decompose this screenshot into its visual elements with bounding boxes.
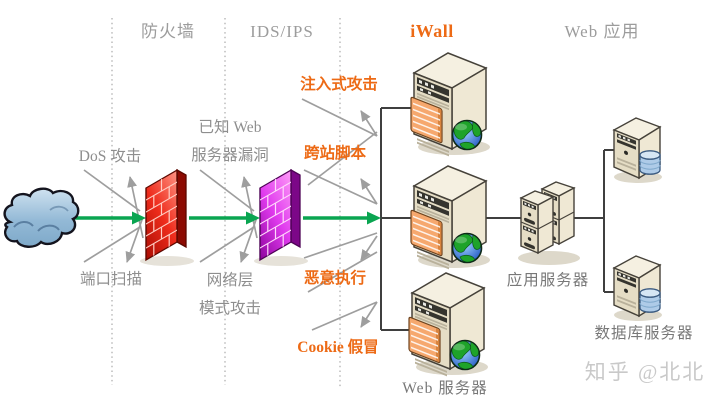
db-server-label: 数据库服务器 — [594, 325, 694, 342]
ids-ips-wall-icon — [254, 168, 308, 266]
app-server-label: 应用服务器 — [506, 272, 590, 289]
blocked-attack-arrows-iwall — [301, 98, 378, 331]
attack-label-line: 已知 Web — [198, 119, 262, 136]
attack-line — [303, 232, 378, 259]
attack-label-line: 服务器漏洞 — [191, 147, 269, 164]
attack-label-line: 模式攻击 — [198, 300, 261, 317]
deflect-arrow — [241, 176, 258, 239]
attack-line — [307, 131, 378, 186]
flow-arrows — [64, 211, 381, 225]
attack-line — [301, 98, 378, 137]
attack-line — [199, 169, 255, 212]
db-server-icon-top — [613, 117, 663, 184]
attack-label-line: 网络层 — [206, 272, 254, 289]
flow-arrow-firewall-to-ids — [189, 211, 260, 225]
attack-line — [83, 169, 141, 212]
deflect-arrow — [125, 216, 144, 263]
attack-label-dos: DoS 攻击 — [78, 148, 142, 165]
attack-label-xss: 跨站脚本 — [303, 145, 366, 162]
attack-line — [199, 226, 255, 263]
watermark: 知乎 @北北 — [584, 360, 706, 384]
blocked-attack-arrows-firewall — [83, 169, 144, 263]
attack-label-injection: 注入式攻击 — [300, 76, 378, 93]
deflect-arrow — [360, 301, 378, 328]
attack-label-network-layer: 网络层模式攻击 — [182, 267, 278, 323]
attack-line — [303, 169, 378, 205]
deflect-arrow — [360, 110, 378, 137]
internet-cloud-icon — [3, 187, 80, 248]
app-server-icon — [518, 182, 580, 265]
attack-line — [311, 301, 378, 331]
deflect-arrow — [360, 235, 378, 261]
zone-divider-lines — [111, 18, 341, 388]
web-server-icon-top — [411, 53, 490, 156]
deflect-arrow — [127, 176, 144, 239]
zone-label-ids-ips: IDS/IPS — [250, 22, 314, 41]
db-server-icon-bottom — [613, 255, 663, 322]
blocked-attack-arrows-ids — [199, 169, 258, 263]
attack-label-malicious-exec: 恶意执行 — [303, 270, 366, 287]
zone-label-firewall: 防火墙 — [141, 22, 195, 41]
attack-line — [83, 226, 141, 263]
flow-arrow-ids-to-iwall — [303, 211, 381, 225]
attack-label-cookie-forgery: Cookie 假冒 — [297, 339, 379, 356]
web-server-label: Web 服务器 — [402, 380, 488, 397]
deflect-arrow — [239, 216, 258, 263]
deflect-arrow — [360, 178, 378, 205]
attack-label-port-scan: 端口扫描 — [79, 271, 142, 288]
web-server-icon-middle — [411, 166, 490, 269]
web-server-icon-bottom — [409, 273, 488, 376]
zone-label-iwall: iWall — [410, 21, 454, 41]
attack-label-known-web-vuln: 已知 Web 服务器漏洞 — [182, 114, 278, 170]
firewall-wall-icon — [140, 168, 194, 266]
zone-label-web-app: Web 应用 — [564, 22, 640, 41]
